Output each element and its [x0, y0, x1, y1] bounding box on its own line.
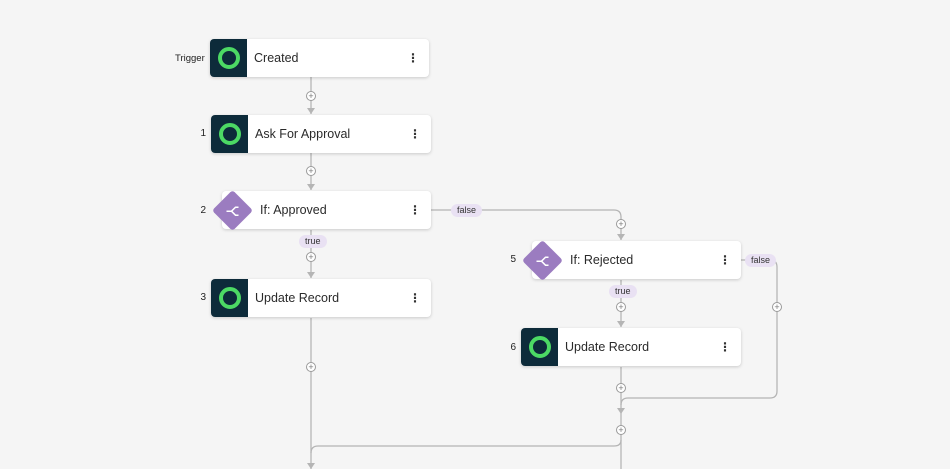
- trigger-label: Trigger: [175, 53, 205, 64]
- branch-icon: [521, 239, 563, 281]
- node-title: If: Rejected: [570, 253, 634, 267]
- step-number: 3: [200, 292, 206, 303]
- add-step-icon[interactable]: +: [616, 302, 626, 312]
- node-if-approved[interactable]: If: Approved ⋮: [211, 189, 431, 231]
- add-step-icon[interactable]: +: [306, 362, 316, 372]
- node-title: Update Record: [565, 340, 650, 354]
- kebab-menu-icon[interactable]: ⋮: [719, 253, 731, 267]
- record-ring-icon: [521, 328, 558, 366]
- node-update-record-6[interactable]: Update Record ⋮: [521, 328, 741, 366]
- node-title: Created: [254, 51, 299, 65]
- kebab-menu-icon[interactable]: ⋮: [407, 51, 419, 65]
- step-number: 5: [510, 254, 516, 265]
- add-step-icon[interactable]: +: [306, 166, 316, 176]
- add-step-icon[interactable]: +: [616, 383, 626, 393]
- node-ask-for-approval[interactable]: Ask For Approval ⋮: [211, 115, 431, 153]
- add-step-icon[interactable]: +: [616, 219, 626, 229]
- add-step-icon[interactable]: +: [306, 91, 316, 101]
- record-ring-icon: [211, 115, 248, 153]
- add-step-icon[interactable]: +: [616, 425, 626, 435]
- node-title: Ask For Approval: [255, 127, 351, 141]
- add-step-icon[interactable]: +: [772, 302, 782, 312]
- branch-icon: [211, 189, 253, 231]
- true-branch-badge: true: [299, 235, 327, 248]
- node-title: Update Record: [255, 291, 340, 305]
- add-step-icon[interactable]: +: [306, 252, 316, 262]
- step-number: 1: [200, 128, 206, 139]
- kebab-menu-icon[interactable]: ⋮: [719, 340, 731, 354]
- node-if-rejected[interactable]: If: Rejected ⋮: [521, 239, 741, 281]
- kebab-menu-icon[interactable]: ⋮: [409, 127, 421, 141]
- false-branch-badge: false: [745, 254, 777, 267]
- true-branch-badge: true: [609, 285, 637, 298]
- kebab-menu-icon[interactable]: ⋮: [409, 203, 421, 217]
- step-number: 6: [510, 342, 516, 353]
- trigger-node-created[interactable]: Created ⋮: [210, 39, 429, 77]
- node-title: If: Approved: [260, 203, 327, 217]
- record-ring-icon: [210, 39, 247, 77]
- false-branch-badge: false: [451, 204, 483, 217]
- record-ring-icon: [211, 279, 248, 317]
- node-update-record-3[interactable]: Update Record ⋮: [211, 279, 431, 317]
- kebab-menu-icon[interactable]: ⋮: [409, 291, 421, 305]
- step-number: 2: [200, 205, 206, 216]
